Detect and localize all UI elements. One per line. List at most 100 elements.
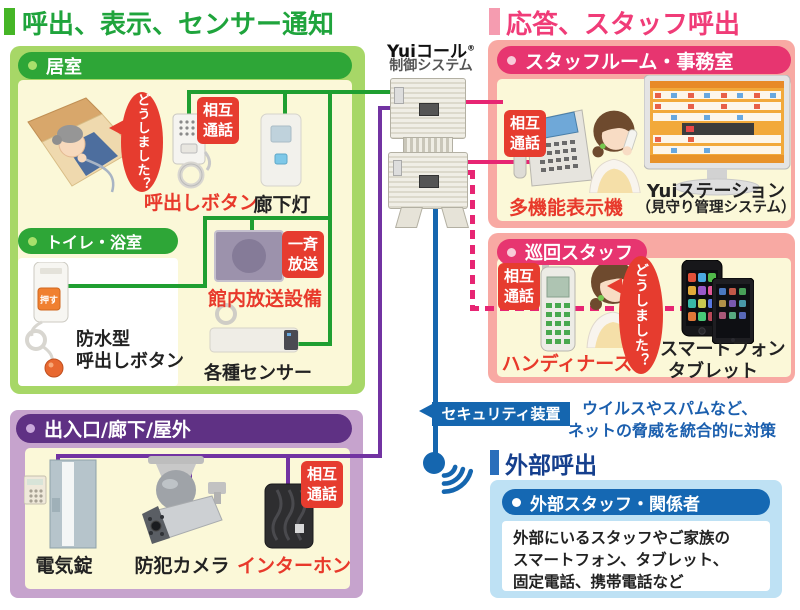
speech-bubble-text: どうしました？ [633,262,649,368]
wire-green-h2 [203,216,332,220]
bullet-icon [28,61,37,70]
badge-line2: 放送 [287,254,318,273]
external-title-bar [490,450,499,475]
staff-room-header: スタッフルーム・事務室 [497,46,791,74]
badge-line2: 通話 [306,484,337,503]
staff-room-header-label: スタッフルーム・事務室 [525,50,734,73]
living-room-header-label: 居室 [46,56,82,78]
wire-green-callbtn [187,90,191,116]
external-header: 外部スタッフ・関係者 [502,489,770,515]
external-desc-line3: 固定電話、携帯電話など [513,573,684,591]
yuicall-brand: Yuiコール [386,42,467,62]
wire-pink-2 [463,160,535,164]
yui-station-label: Yuiステーション [646,181,786,202]
speech-bubble: どうしました？ [109,92,163,192]
wire-pink-dash-v [470,170,475,310]
wire-purple-main-h [56,454,382,458]
press-button-text: 押す [40,294,58,306]
wire-green-speaker [250,216,254,234]
waterproof-label-line1: 防水型 [76,329,130,350]
badge-line2: 通話 [509,133,540,152]
badge-line1: 相互 [202,101,233,119]
security-label-arrow [419,403,434,419]
corridor-light-label: 廊下灯 [253,194,311,216]
security-camera-illustration [142,456,226,544]
control-unit-lower [388,152,468,209]
right-title: 応答、スタッフ呼出 [506,10,741,40]
badge-line2: 通話 [202,120,233,139]
wire-pink-dash-h [470,306,692,311]
unit-foot-left [394,207,424,228]
control-unit-upper [390,78,466,139]
unit-display [419,175,439,188]
badge-line2: 通話 [503,286,534,305]
bullet-icon [507,55,516,65]
mutual-talk-badge-patrol: 相互 通話 [498,263,540,310]
patrol-header: 巡回スタッフ [497,239,647,265]
patrol-header-label: 巡回スタッフ [525,243,633,264]
multifunction-display-label: 多機能表示機 [508,197,623,219]
call-button-label: 呼出しボタン [143,192,258,214]
security-desc-line2: ネットの脅威を統合的に対策 [568,421,777,440]
bullet-icon [28,236,37,246]
security-device-label: セキュリティ装置 [432,402,570,426]
control-system-label: 制御システム [389,58,473,74]
bullet-icon [512,497,521,507]
mutual-talk-badge-entrance: 相互 通話 [301,461,343,508]
sensors-label: 各種センサー [204,363,312,384]
wire-green-light [283,90,287,116]
pa-speaker-illustration [214,230,284,282]
toilet-header-label: トイレ・浴室 [46,233,143,252]
wire-green-main-h [187,90,390,94]
wire-purple-intercom [286,454,290,490]
wire-green-toilet-v [203,216,207,288]
wire-pink-1 [463,100,503,104]
wire-purple-top-h [378,106,392,110]
wire-pink-dash-start [461,170,475,175]
waterproof-label-line2: 呼出しボタン [76,351,184,372]
bullet-icon [26,424,35,433]
handy-nurse-label: ハンディナース [501,353,633,375]
staff-woman-illustration [589,110,641,193]
speech-bubble-tail [607,278,622,294]
badge-line1: 相互 [503,267,534,285]
entrance-header-label: 出入口/廊下/屋外 [44,419,191,441]
unit-port [394,87,404,104]
left-title-bar [4,8,15,35]
corridor-light-illustration [260,113,302,187]
wire-green-toilet-h [66,284,207,288]
bullet-icon [507,247,516,257]
mutual-talk-badge-living: 相互 通話 [197,97,239,144]
registered-mark: ® [467,43,475,53]
yuicall-logo: Yuiコール® [383,37,479,62]
wire-purple-v [378,106,382,458]
unit-port [393,160,402,176]
unit-display [419,103,439,116]
living-room-header: 居室 [18,52,352,79]
security-desc-line1: ウイルスやスパムなど、 [582,399,758,418]
intercom-label: インターホン [236,555,351,577]
unit-foot-right [440,207,470,228]
wifi-icon [441,464,474,494]
broadcast-badge: 一斉 放送 [282,231,324,278]
waterproof-call-button-illustration: 押す [25,262,69,378]
speech-bubble-patrol: どうしました？ [607,256,663,374]
right-title-bar [489,8,500,35]
wire-blue-v [433,206,438,458]
network-node-icon [423,452,445,474]
wire-green-sensor [298,342,332,346]
badge-line1: 相互 [509,114,540,132]
external-desc-line1: 外部にいるスタッフやご家族の [513,529,731,547]
tablet-illustration [712,278,754,344]
external-header-label: 外部スタッフ・関係者 [530,494,700,515]
badge-line1: 相互 [306,465,337,483]
yui-station-sublabel: （見守り管理システム） [636,200,796,216]
external-desc-line2: スマートフォン、タブレット、 [513,551,729,569]
entrance-header: 出入口/廊下/屋外 [16,414,352,443]
sensors-illustration [209,303,299,353]
electric-lock-illustration [24,459,97,549]
tablet-label: タブレット [668,361,758,382]
electric-lock-label: 電気錠 [35,555,93,577]
security-device-label-text: セキュリティ装置 [441,405,561,423]
